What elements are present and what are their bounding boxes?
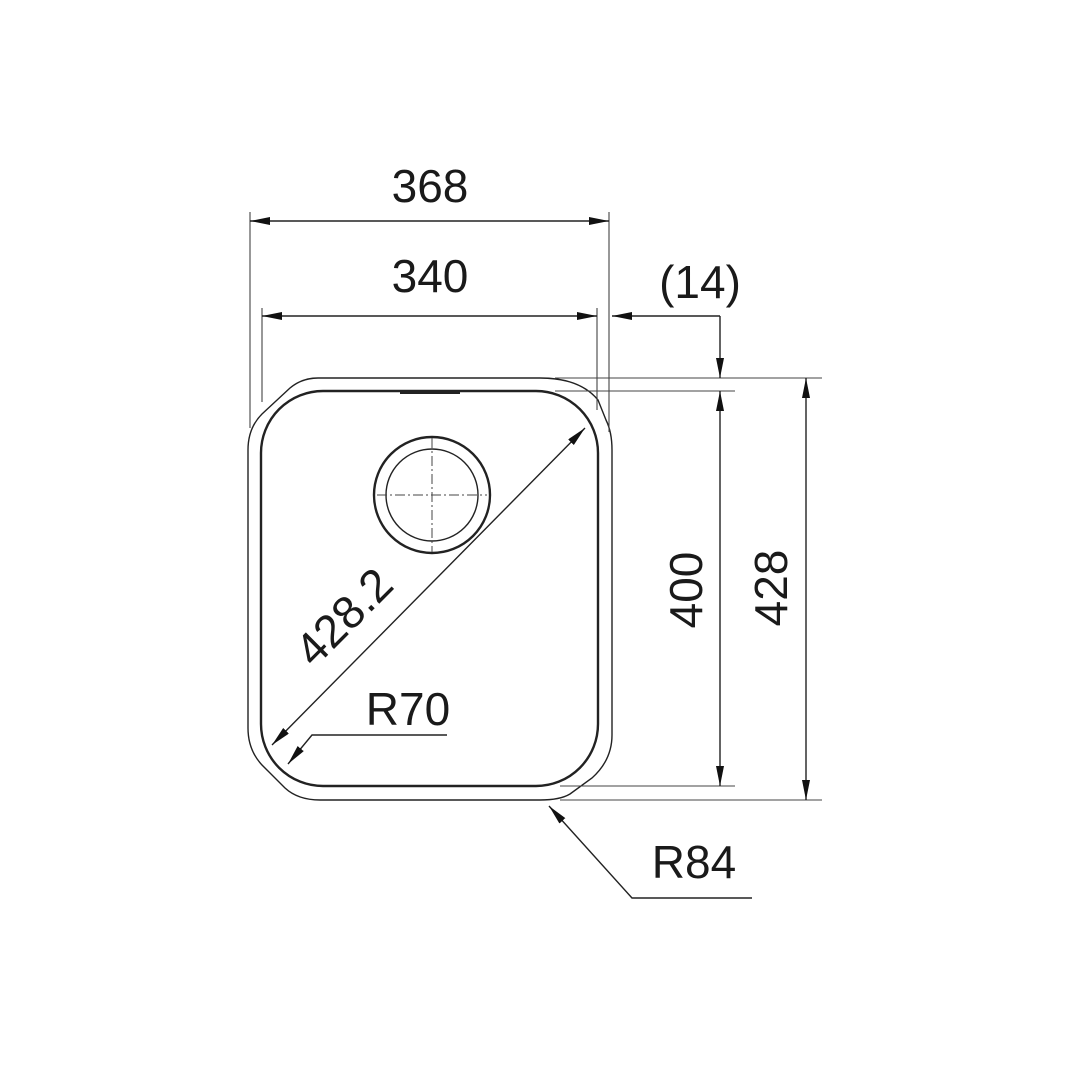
dim-outer-radius: R84 — [652, 836, 736, 888]
dim-diagonal: 428.2 — [285, 558, 403, 676]
extension-lines — [249, 212, 822, 801]
dim-line-diagonal — [271, 427, 586, 746]
leader-r84 — [548, 805, 752, 899]
dim-overall-width: 368 — [392, 160, 469, 212]
outer-outline — [247, 377, 613, 801]
drain — [372, 435, 492, 555]
dim-overall-length: 428 — [745, 550, 797, 627]
dim-inner-width: 340 — [392, 250, 469, 302]
dim-inner-radius: R70 — [366, 683, 450, 735]
dim-rim-offset: (14) — [659, 256, 741, 308]
leader-r70 — [287, 734, 447, 765]
dim-inner-length: 400 — [660, 552, 712, 629]
